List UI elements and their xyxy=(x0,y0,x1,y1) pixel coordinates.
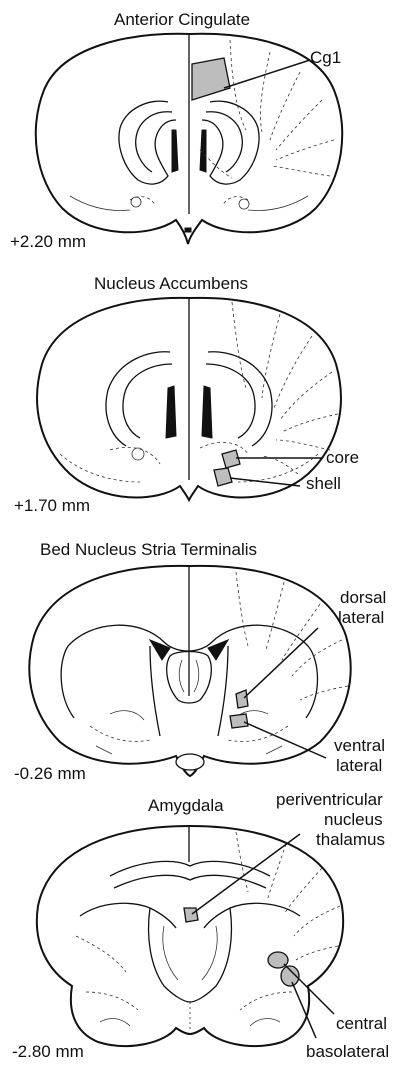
brain-section-diagram xyxy=(0,268,414,530)
coordinate-label: +1.70 mm xyxy=(14,496,90,515)
shell-region xyxy=(214,468,232,486)
label-dorsal-lateral: lateral xyxy=(338,608,384,627)
label-periventricular: periventricular xyxy=(276,790,383,809)
label-dorsal: dorsal xyxy=(340,588,386,607)
label-central: central xyxy=(336,1014,387,1033)
label-cg1: Cg1 xyxy=(310,48,341,67)
periventricular-region xyxy=(184,908,198,922)
panel-bed-nucleus-stria-terminalis: Bed Nucleus Stria Terminalis dorsal late… xyxy=(0,536,414,792)
coordinate-label: +2.20 mm xyxy=(10,232,86,251)
coordinate-label: -2.80 mm xyxy=(12,1042,84,1061)
panel-nucleus-accumbens: Nucleus Accumbens core shell +1.70 mm xyxy=(0,268,414,530)
label-ventral-lateral: lateral xyxy=(336,756,382,775)
label-core: core xyxy=(326,448,359,467)
core-region xyxy=(222,450,240,468)
panel-anterior-cingulate: Anterior Cingulate Cg1 +2.20 mm xyxy=(0,0,414,260)
panel-amygdala: Amygdala periventricular nucleus thalamu… xyxy=(0,796,414,1069)
brain-outline xyxy=(29,566,350,776)
dorsal-lateral-region xyxy=(236,690,248,708)
label-nucleus: nucleus xyxy=(324,810,383,829)
ventral-lateral-region xyxy=(230,714,248,728)
label-thalamus: thalamus xyxy=(316,830,385,849)
label-ventral: ventral xyxy=(334,736,385,755)
brain-section-diagram xyxy=(0,0,414,260)
label-shell: shell xyxy=(306,474,341,493)
coordinate-label: -0.26 mm xyxy=(14,764,86,783)
label-basolateral: basolateral xyxy=(306,1042,389,1061)
